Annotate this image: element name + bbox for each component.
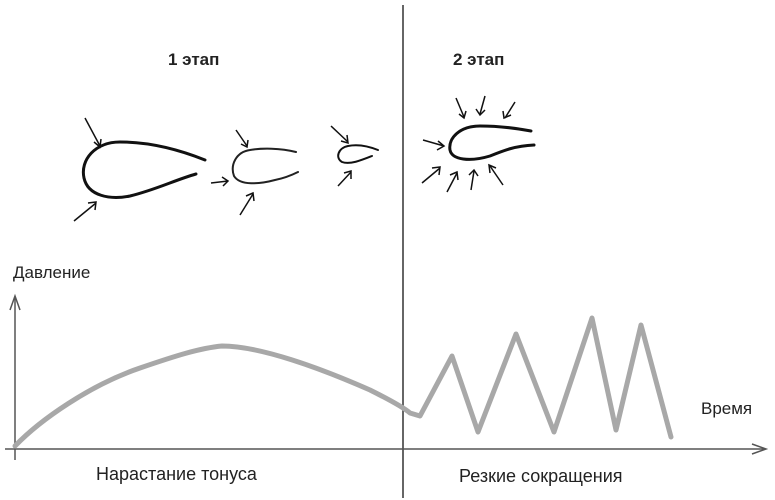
- cell-small: [330, 125, 379, 187]
- arrow-icon: [210, 176, 230, 187]
- y-axis: [9, 293, 21, 460]
- arrow-icon: [73, 201, 97, 222]
- arrow-icon: [421, 166, 441, 184]
- arrow-icon: [455, 97, 467, 120]
- arrow-icon: [488, 163, 504, 186]
- arrow-icon: [446, 170, 459, 193]
- pressure-curve: [12, 315, 674, 449]
- arrow-icon: [337, 170, 352, 187]
- arrow-icon: [239, 191, 255, 216]
- phase-1-label: Нарастание тонуса: [96, 464, 257, 484]
- stage-2-title: 2 этап: [453, 50, 505, 69]
- y-axis-label: Давление: [13, 263, 91, 282]
- stage-1-title: 1 этап: [168, 50, 220, 69]
- x-axis: [5, 443, 769, 455]
- arrow-icon: [475, 95, 486, 117]
- arrow-icon: [330, 125, 349, 145]
- x-axis-label: Время: [701, 399, 753, 418]
- phase-2-label: Резкие сокращения: [459, 466, 623, 486]
- arrow-icon: [84, 117, 102, 149]
- arrow-icon: [502, 101, 516, 120]
- arrow-icon: [235, 129, 249, 149]
- arrow-icon: [422, 139, 446, 151]
- cell-large: [73, 117, 207, 222]
- cell-contracting: [421, 95, 536, 193]
- arrow-icon: [468, 168, 479, 191]
- cell-medium: [210, 129, 299, 216]
